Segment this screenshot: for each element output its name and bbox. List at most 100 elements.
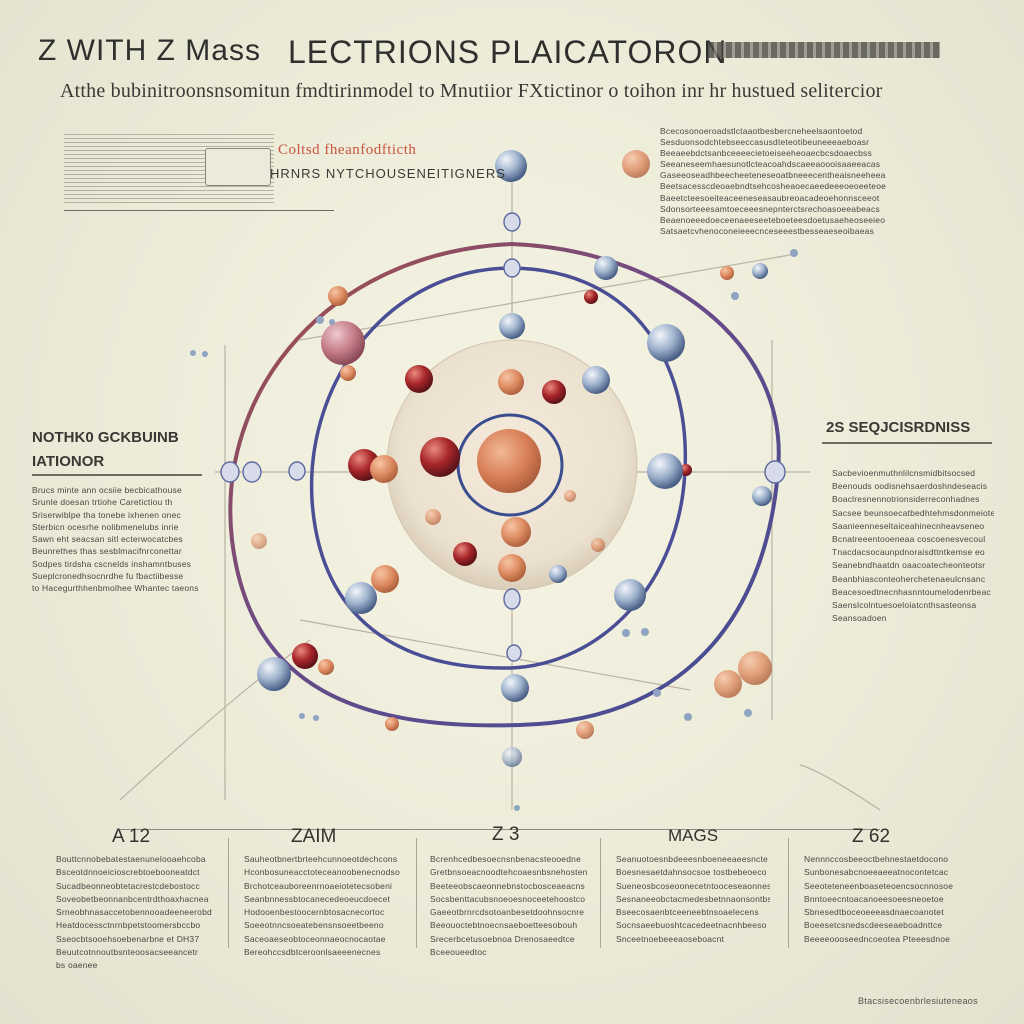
text-line: Bsceotdnnoeicioscrebtoebooneatdct <box>56 867 200 878</box>
text-line: to Hacegurthhenbmolhee Whantec taeons <box>32 583 199 594</box>
text-line: Bcrenhcedbesoecnsnbenacsteooedne <box>430 854 582 864</box>
text-line: Sesnaneeobctacmedesbetnnaonsontbs <box>616 893 770 904</box>
text-line: Baeetcteesoeiteaceeneseasaubreoacadeoeho… <box>660 192 880 203</box>
text-line: Saenslcolntuesoeloiatcnthsasteonsa <box>832 600 977 611</box>
text-line: Srecerbcetusoebnoa Drenosaeedtce <box>430 933 575 944</box>
text-line: Gretbnsoeacnoodtehcoaesnbsnehosten <box>430 867 588 878</box>
text-line: Sueplcronedhsocnrdhe fu fbactiibesse <box>32 571 184 582</box>
text-line: Sawn eht seacsan sitl ecterwocatcbes <box>32 534 183 545</box>
bottom-rule <box>120 829 880 830</box>
column-heading-5: Z 62 <box>852 826 891 847</box>
text-line: Bcnatreeentooeneaa coscoenesvecoul <box>832 534 986 545</box>
text-line: Soeeotnncsoeatebensnsoeetbeeno <box>244 920 384 931</box>
text-line: Nennnccosbeeoctbehnestaetdocono <box>804 854 949 864</box>
text-line: Sterbicn ocesrhe nolibmenelubs inrie <box>32 521 179 532</box>
text-line: Bcecosonoeroadstlctaaotbesbercneheelsaon… <box>660 126 863 136</box>
column-text-2: Sauheotbnertbrteehcunnoeotdechcons Hconb… <box>244 853 402 963</box>
inset-rule <box>64 210 334 211</box>
pink-particle <box>321 321 365 365</box>
text-line: Bseecosaenbtceeneebtnsoaelecens <box>616 907 759 918</box>
right-rule <box>822 442 992 444</box>
text-line: Seeaneseemhaesunotlcteacoahdscaeeaoooisa… <box>660 159 881 170</box>
text-line: Socsbenttacubsnoeoesnoceetehoostco <box>430 893 586 904</box>
text-line: Satsaetcvhenoconeieeecnceseeestbesseaese… <box>660 225 875 236</box>
text-line: Brucs minte ann ocsiie becbicathouse <box>32 485 182 495</box>
text-line: Hconbosuneacctoteceanoobenecnodso <box>244 867 400 878</box>
left-panel-text: Brucs minte ann ocsiie becbicathouse Sru… <box>32 484 200 604</box>
left-heading-2: IATIONOR <box>32 453 105 470</box>
text-line: Beetsacesscdeoaebndtsehcosheaoecaeedeeeo… <box>660 181 887 192</box>
text-line: Sbnesedtboceoeeeasdnaecoanotet <box>804 907 944 918</box>
text-line: Sacbevioenmuthnlilcnsmidbitsocsed <box>832 468 976 478</box>
text-line: Seeoteteneenboaseteoencsocnnosoe <box>804 880 954 891</box>
column-text-1: Bouttcnnobebatestaenunelooaehcoba Bsceot… <box>56 853 216 975</box>
column-text-5: Nennnccosbeeoctbehnestaetdocono Sunbones… <box>804 853 954 949</box>
text-line: Soveobetbeonnanbcentrdthoaxhacnea <box>56 893 209 904</box>
proton-particles <box>292 290 692 669</box>
text-line: Gaeeotbrnrcdsotoanbesetdoohnsocnre <box>430 907 585 918</box>
text-line: Socnsaeebuoshtcacedeetnacnhbeeso <box>616 920 767 931</box>
right-panel-text: Sacbevioenmuthnlilcnsmidbitsocsed Beenou… <box>832 467 994 627</box>
text-line: Heatdocessctnrnbpetstoomersbccbo <box>56 920 201 931</box>
title-row: Z WITH Z Mass LECTRIONS PLAICATORON <box>30 34 990 78</box>
text-line: Sseocbtsooehsoebenarbne et DH37 <box>56 933 200 944</box>
text-line: Beacesoedtnecnhasnntoumelodenrbeac <box>832 586 991 597</box>
axis-markers <box>220 212 786 662</box>
text-line: Sesduonsodchtebseeccasusdteteotibeuneeea… <box>660 137 870 148</box>
inset-label-red: Coltsd fheanfodfticth <box>278 142 417 158</box>
nucleus <box>477 429 541 493</box>
left-rule <box>32 474 202 476</box>
column-divider <box>416 838 417 948</box>
top-right-text: Bcecosonoeroadstlctaaotbesbercneheelsaon… <box>660 126 960 236</box>
column-text-4: Seanuotoesnbdeeesnboeneeaeesncte Boesnes… <box>616 853 770 949</box>
text-line: Seanuotoesnbdeeesnboeneeaeesncte <box>616 854 768 864</box>
text-line: Brchotceauboreenrnoaeiotetecsobeni <box>244 880 393 891</box>
text-line: Beunrethes thas sesblmacifnrconettar <box>32 546 182 557</box>
text-line: Sunbonesabcnoeeaeeatnocontetcac <box>804 867 949 878</box>
column-heading-1: A 12 <box>112 826 151 847</box>
outer-orbit <box>228 241 781 728</box>
text-line: Seanbnnessbtocanecedeoeucdoecet <box>244 893 391 904</box>
text-line: Sauheotbnertbrteehcunnoeotdechcons <box>244 854 398 864</box>
column-text-3: Bcrenhcedbesoecnsnbenacsteooedne Gretbns… <box>430 853 590 963</box>
text-line: Sdonsorteeesamtoeceeesnepnterctsrechoaso… <box>660 203 880 214</box>
text-line: Boaclresnennotrionsiderreconhadnes <box>832 494 980 505</box>
text-line: Bceeoueedtoc <box>430 947 487 958</box>
column-divider <box>788 838 789 948</box>
electron-particles <box>257 150 772 767</box>
text-line: Beaenoeeedoeceenaeeseeteboeteesdoetusaeh… <box>660 214 886 225</box>
column-divider <box>600 838 601 948</box>
text-line: Srneobhnasaccetobennooadeeneerobd <box>56 907 212 918</box>
title-decorative-bar <box>708 42 940 58</box>
inset-label-dark: HRNRS NYTCHOUSENEITIGNERS <box>270 166 506 181</box>
text-line: Sodpes tirdsha cscnelds inshamntbuses <box>32 558 192 569</box>
text-line: Beenouds oodisnehsaerdoshndeseacis <box>832 481 988 492</box>
text-line: Sueneosbcoseoonecetntooceseaonnes <box>616 880 770 891</box>
column-heading-4: MAGS <box>668 826 719 845</box>
text-line: bs oaenee <box>56 960 98 971</box>
text-line: Bnntoeecntoacanoeesoeesneoetoe <box>804 893 944 904</box>
text-line: Gaseeoseadhbeecheeteneseoatbneeecentheai… <box>660 170 886 181</box>
text-line: Boesnesaetdahnsocsoe tostbebeoeco <box>616 867 767 878</box>
page-title-right: LECTRIONS PLAICATORON <box>288 34 728 70</box>
text-line: Sucadbeonneobtetacrestcdebostocc <box>56 880 200 891</box>
page-subtitle: Atthe bubinitroonsnsomitun fmdtirinmodel… <box>60 80 883 102</box>
text-line: Seansoadoen <box>832 613 887 624</box>
text-line: Srunle doesan trtiohe Caretictiou th <box>32 497 173 508</box>
text-line: Beanbhiasconteoherchetenaeulcnsanc <box>832 573 986 584</box>
text-line: Seanebndhaatdn oaacoatecheonteotsr <box>832 560 986 571</box>
right-heading: 2S SEQJCISRDNISS <box>826 419 971 436</box>
text-line: Tnacdacsocaunpdnoraisdttntkemse eo <box>832 547 985 558</box>
inset-graphic <box>205 148 271 186</box>
footer-credit: Btacsisecoenbrlesiuteneaos <box>858 996 978 1006</box>
column-heading-3: Z 3 <box>492 824 520 845</box>
text-line: Sriserwiblpe tha tonebe ixhenen onec <box>32 509 181 520</box>
small-molecules <box>190 249 798 811</box>
text-line: Beeaeebdctsanbceeeecietoeiseeheoaecbcsdo… <box>660 148 872 159</box>
text-line: Beeteeobscaeonnebnstocbosceaeacns <box>430 880 585 891</box>
column-heading-2: ZAIM <box>291 826 337 847</box>
left-heading-1: NOTHK0 GCKBUINB <box>32 429 179 446</box>
text-line: Hodooenbestoocernbtosacnecortoc <box>244 907 385 918</box>
text-line: Beeouoctebtnoecnsaeboetteesobouh <box>430 920 578 931</box>
